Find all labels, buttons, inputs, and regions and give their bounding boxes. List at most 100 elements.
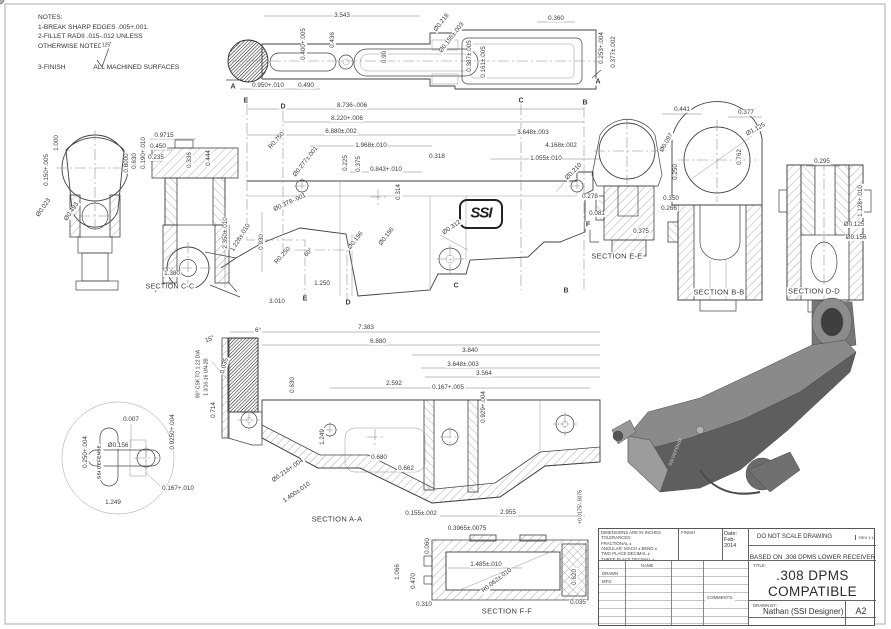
surface-finish-symbol (96, 41, 112, 68)
dimension-label: 1 3/16-16 UN-2B (203, 357, 210, 397)
dimension-label: 0.150+.005 (42, 153, 51, 187)
dimension-label: 0.436 (328, 31, 337, 49)
ssi-logo: SSI (470, 204, 492, 222)
view-marker: C (517, 97, 525, 105)
dimension-label: Ø0.312 (440, 218, 464, 238)
view-marker: C (452, 282, 460, 290)
dimension-label: 0.630 (288, 376, 297, 394)
dimension-label: 6° (253, 326, 263, 335)
dimension-label: 8.736-.006 (335, 101, 369, 110)
dimension-label: 0.762 (735, 148, 744, 166)
dimension-label: 90° CSK TO 1.22 DIA (195, 348, 202, 400)
dimension-label: 1.228±.010 (229, 222, 253, 254)
rev-label: REV 1.1 (855, 535, 874, 540)
dimension-label: R0.750 (267, 130, 287, 152)
dimension-label: 0.9715 (153, 131, 175, 140)
dimension-label: 0.081 (588, 209, 606, 218)
dimension-label: 0.714 (209, 401, 218, 419)
notes-line: 1-BREAK SHARP EDGES .005+.001. (38, 23, 149, 31)
dimension-label: Ø0.378-.001 (271, 191, 309, 214)
dimension-label: 0.450 (149, 142, 167, 151)
dimension-label: 0.3965±.0075 (446, 524, 488, 533)
sheet-box: SHEET 1/1 (846, 618, 876, 626)
dimension-label: 0.235 (147, 153, 165, 162)
dimension-label: 1.250 (313, 279, 331, 288)
dimension-label: 0.387±.005 (465, 39, 474, 73)
dimension-label: 0.167+.010 (161, 484, 195, 493)
dimension-label: 0.620 (570, 568, 579, 586)
dimension-label: 1.485±.010 (469, 560, 503, 569)
dimension-label: 0.843+.010 (369, 165, 403, 174)
section-label: SECTION E-E (590, 251, 644, 261)
row-mfg: MFG (602, 579, 612, 584)
dimension-label: R0.250 (273, 245, 293, 267)
dimension-label: 2.592 (385, 379, 403, 388)
dimension-label: 0.400+.005 (299, 27, 308, 61)
section-label: SECTION B-B (692, 287, 746, 297)
size-box: A2 (846, 601, 876, 618)
view-marker: D (344, 299, 352, 307)
dimension-label: 1.249 (318, 428, 327, 446)
dimension-label: Ø0.277±.001 (291, 144, 321, 180)
dimension-label: 0.929+.004 (479, 390, 488, 424)
dimension-label: 8.220+.006 (330, 114, 364, 123)
dimension-label: 0.470 (409, 572, 418, 590)
dimension-label: Ø0.156 (844, 233, 868, 242)
tolerance-note: DIMENSIONS ARE IN INCHES TOLERANCES: FRA… (599, 529, 679, 561)
drawn-by-box: DRAWN BY: Nathan (SSI Designer) (749, 601, 846, 618)
dimension-label: Ø0.210 (563, 161, 585, 183)
dimension-label: 0.314 (394, 183, 403, 201)
view-marker: A (229, 83, 237, 91)
dimension-label: 3.648±.003 (446, 360, 480, 369)
based-on-box: BASED ON .308 DPMS LOWER RECEIVER (749, 546, 876, 561)
dimension-label: 0.318 (428, 152, 446, 161)
dimension-label: 7.383 (357, 323, 375, 332)
dimension-label: 3.010 (268, 297, 286, 306)
section-label: SECTION F-F (480, 606, 534, 616)
section-label: SECTION C-C (144, 283, 196, 291)
date-box: Date: Feb-2014 (723, 529, 749, 561)
dimension-label: 0.225 (341, 154, 350, 172)
dimension-label: 6.880 (369, 337, 387, 346)
dimension-label: Ø0.125 (842, 220, 866, 229)
drawing-title-line2: LOWER RECEIVER (749, 599, 876, 600)
dimension-label: 6.880±.002 (324, 127, 358, 136)
detail-view-drawing (61, 401, 175, 515)
notes-finish-prefix: 3-FINISH (38, 64, 66, 72)
drawn-by-value: Nathan (SSI Designer) (763, 607, 844, 616)
dimension-label: 1.000 (52, 134, 61, 152)
dimension-label: 60° (302, 246, 316, 260)
scale-box: FULL SCALE (749, 618, 846, 626)
signature-table: NAME DRAWN MFG COMMENTS: (599, 561, 749, 625)
dimension-label: +0.0175/-.0075 (577, 489, 584, 525)
dimension-label: R0.062±.010 (480, 566, 514, 596)
dimension-label: 0.377±.002 (609, 35, 618, 69)
dimension-label: 2.955 (499, 508, 517, 517)
dimension-label: 1.249 (104, 498, 122, 507)
dimension-label: 0.295 (813, 157, 831, 166)
section-c-c-drawing (150, 138, 239, 293)
dimension-label: 1.128+.010 (856, 184, 865, 218)
dimension-label: 0.336 (185, 151, 194, 169)
dimension-label: 1.055±.010 (529, 154, 563, 163)
dimension-label: 0.90 (380, 49, 389, 65)
title-box: TITLE: .308 DPMS COMPATIBLE LOWER RECEIV… (749, 561, 876, 601)
comments-label: COMMENTS: (705, 594, 736, 601)
dimension-label: 0.035 (218, 356, 231, 376)
dimension-label: 4.168±.002 (544, 141, 578, 150)
do-not-scale-box: DO NOT SCALE DRAWING REV 1.1 (749, 529, 876, 546)
dimension-label: 0.060 (423, 537, 432, 555)
view-marker: B (562, 287, 570, 295)
dimension-label: 0.350 (662, 194, 680, 203)
dimension-label: 0.950+.010 (251, 81, 285, 90)
dimension-label: 0.375 (354, 155, 363, 173)
finish-box: FINISH (679, 529, 723, 561)
front-end-view-drawing (56, 130, 134, 291)
dimension-label: 1.066 (393, 563, 402, 581)
dimension-label: 0.155±.002 (404, 509, 438, 518)
dimension-label: 0.161±.005 (479, 45, 488, 79)
title-block: DIMENSIONS ARE IN INCHES TOLERANCES: FRA… (598, 528, 876, 626)
dimension-label: 0.266 (660, 204, 678, 213)
